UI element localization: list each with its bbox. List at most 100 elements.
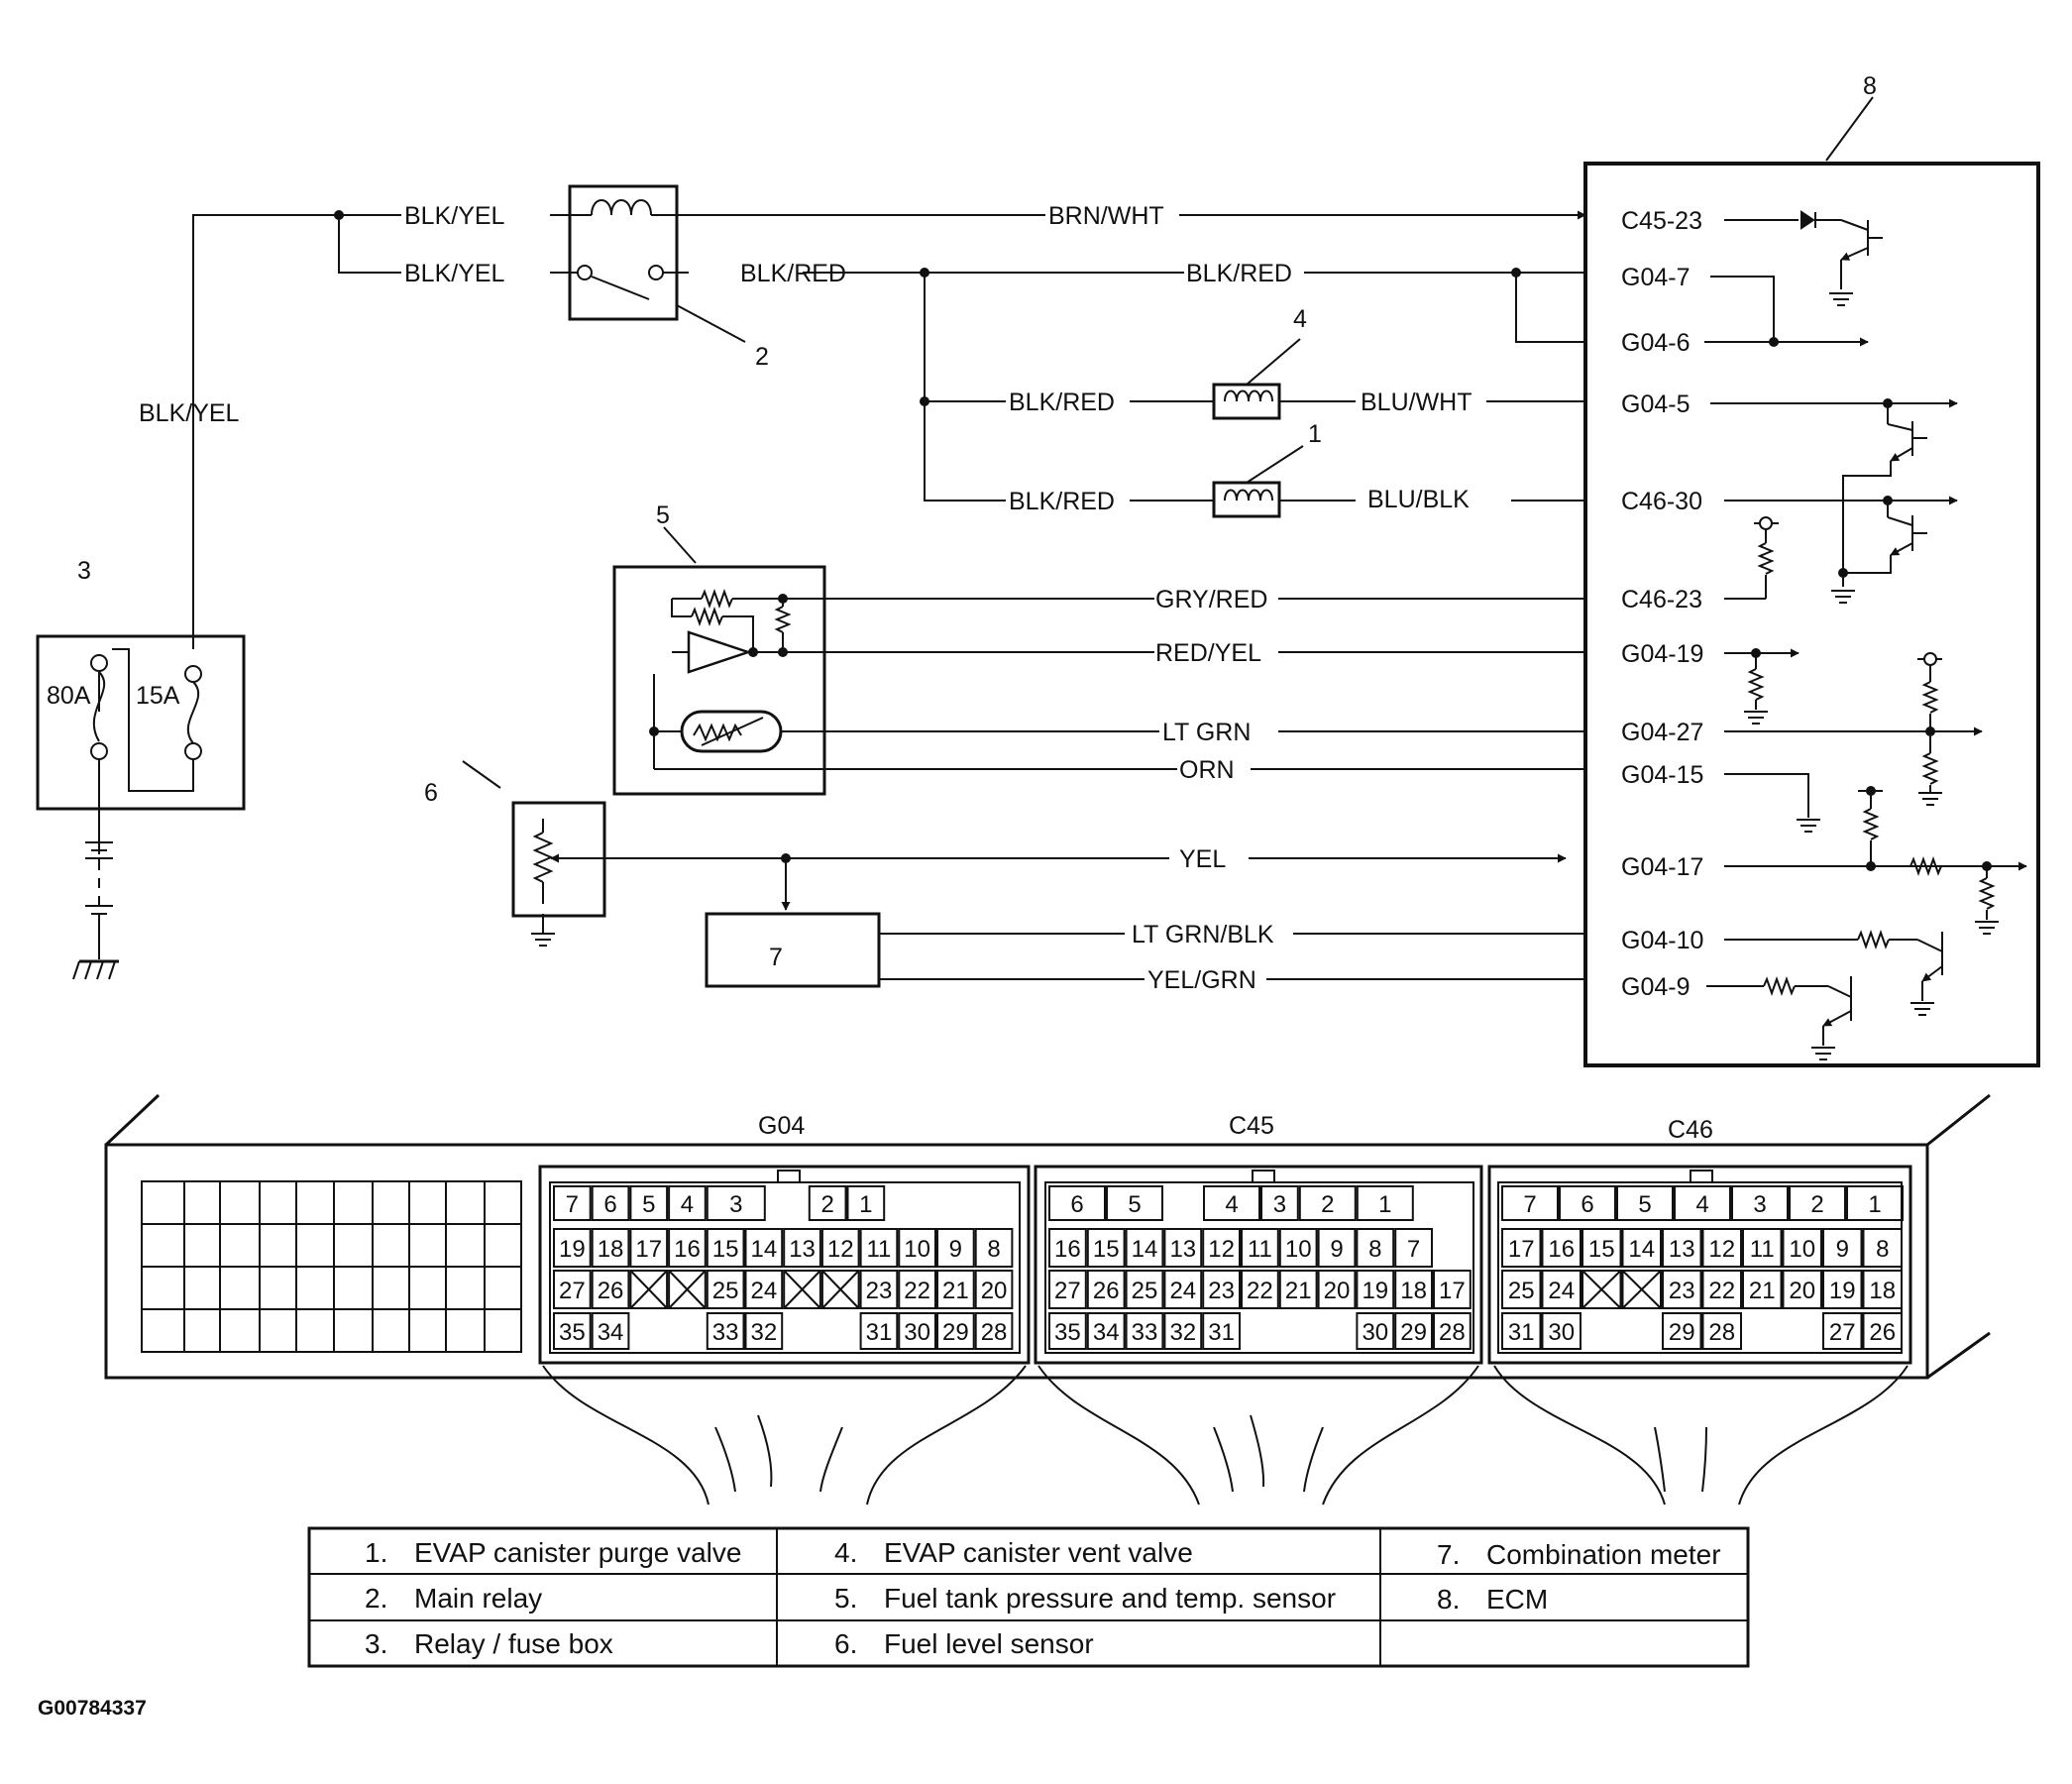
pin-cell-blank-mark xyxy=(783,1270,821,1309)
pin-cell-g04 xyxy=(898,1312,936,1350)
pin-cell-c46 xyxy=(1782,1270,1822,1309)
pin-cell-c46 xyxy=(1701,1228,1742,1268)
pin-number-c46: 29 xyxy=(1669,1319,1695,1346)
pin-cell-c46 xyxy=(1541,1270,1581,1309)
legend-num-7: 7. xyxy=(1437,1539,1460,1570)
pin-number-c45: 25 xyxy=(1132,1278,1158,1304)
pin-number-c45: 32 xyxy=(1169,1319,1196,1346)
pin-number-c46: 10 xyxy=(1789,1236,1815,1263)
pin-cell-g04 xyxy=(936,1228,975,1268)
pin-number-c45: 34 xyxy=(1093,1319,1120,1346)
pin-cell-c45 xyxy=(1298,1185,1357,1221)
pin-number-c46: 11 xyxy=(1750,1236,1775,1263)
legend-text-1: EVAP canister purge valve xyxy=(414,1537,741,1568)
pin-cell-c45 xyxy=(1106,1185,1163,1221)
callout-3: 3 xyxy=(77,557,91,585)
pin-cell-c46 xyxy=(1662,1270,1702,1309)
callout-6: 6 xyxy=(424,779,438,807)
pin-cell-c46 xyxy=(1559,1185,1616,1221)
pin-cell-c46 xyxy=(1789,1185,1846,1221)
pin-cell-g04 xyxy=(783,1228,821,1268)
pin-g04-5: G04-5 xyxy=(1621,390,1690,418)
pin-cell-blank-mark xyxy=(629,1270,668,1309)
pin-number-c45: 8 xyxy=(1368,1236,1381,1263)
pin-number-g04: 14 xyxy=(750,1236,777,1263)
pin-number-c46: 17 xyxy=(1508,1236,1535,1263)
power-feed-wires xyxy=(192,214,401,649)
fuse-80a-label: 80A xyxy=(47,682,91,710)
pin-cell-g04 xyxy=(974,1228,1014,1268)
fuse-labels: 80A 15A xyxy=(47,682,180,710)
pin-cell-c46 xyxy=(1822,1270,1863,1309)
pin-cell-c45 xyxy=(1394,1228,1433,1268)
callout-5: 5 xyxy=(656,502,670,529)
pin-cell-c45 xyxy=(1241,1270,1279,1309)
wire-label-yel: YEL xyxy=(1179,845,1226,873)
pin-number-g04: 25 xyxy=(712,1278,739,1304)
connector-name-c46: C46 xyxy=(1668,1116,1713,1144)
legend-text-4: EVAP canister vent valve xyxy=(884,1537,1193,1568)
pin-cell-c45 xyxy=(1356,1312,1395,1350)
pin-number-c45: 7 xyxy=(1407,1236,1420,1263)
pin-cell-c45 xyxy=(1048,1185,1106,1221)
pin-c45-23: C45-23 xyxy=(1621,207,1702,235)
pin-number-g04: 3 xyxy=(729,1191,742,1218)
pin-cell-g04 xyxy=(668,1185,707,1221)
wire-label-bluwht: BLU/WHT xyxy=(1361,389,1472,416)
legend-entries: 1. EVAP canister purge valve 2. Main rel… xyxy=(365,1537,1721,1659)
pin-number-g04: 10 xyxy=(904,1236,930,1263)
pin-cell-c46 xyxy=(1581,1228,1622,1268)
pin-number-c45: 16 xyxy=(1054,1236,1081,1263)
pin-number-c46: 30 xyxy=(1548,1319,1575,1346)
pin-cell-c45 xyxy=(1394,1312,1433,1350)
pin-g04-10: G04-10 xyxy=(1621,927,1703,954)
battery-ground-symbol xyxy=(72,840,119,980)
pin-cell-c46 xyxy=(1846,1185,1904,1221)
pin-number-g04: 5 xyxy=(642,1191,655,1218)
pin-number-c45: 12 xyxy=(1208,1236,1235,1263)
pin-g04-6: G04-6 xyxy=(1621,329,1690,357)
pin-number-c45: 23 xyxy=(1208,1278,1235,1304)
fuel-level-sensor xyxy=(462,760,1567,947)
pin-cell-c45 xyxy=(1278,1228,1318,1268)
pin-number-g04: 20 xyxy=(981,1278,1008,1304)
pin-cell-c46 xyxy=(1731,1185,1789,1221)
pin-cell-g04 xyxy=(820,1270,860,1309)
pin-cell-c46 xyxy=(1581,1270,1622,1309)
pin-cell-c45 xyxy=(1356,1228,1395,1268)
pin-cell-c45 xyxy=(1317,1228,1357,1268)
wire-label-blkred-3: BLK/RED xyxy=(1009,389,1115,416)
pin-number-c45: 4 xyxy=(1225,1191,1238,1218)
pin-number-g04: 29 xyxy=(942,1319,969,1346)
pin-number-c46: 14 xyxy=(1628,1236,1655,1263)
legend-num-2: 2. xyxy=(365,1583,387,1614)
legend-text-2: Main relay xyxy=(414,1583,542,1614)
pin-number-g04: 8 xyxy=(987,1236,1000,1263)
pin-cell-g04 xyxy=(974,1270,1014,1309)
pin-cell-c45 xyxy=(1203,1185,1260,1221)
pin-cell-g04 xyxy=(859,1312,899,1350)
pin-number-c46: 7 xyxy=(1523,1191,1536,1218)
pin-cell-g04 xyxy=(591,1312,630,1350)
pin-cell-g04 xyxy=(744,1270,784,1309)
pin-number-c45: 26 xyxy=(1093,1278,1120,1304)
pin-cell-c45 xyxy=(1202,1312,1241,1350)
pin-number-c45: 29 xyxy=(1400,1319,1427,1346)
pin-number-c45: 28 xyxy=(1439,1319,1466,1346)
wire-label-brnwht: BRN/WHT xyxy=(1048,202,1164,230)
pin-number-c45: 19 xyxy=(1362,1278,1388,1304)
pin-cell-c45 xyxy=(1125,1312,1164,1350)
pin-cell-g04 xyxy=(936,1270,975,1309)
pin-cell-blank-mark xyxy=(1581,1270,1622,1309)
pin-cell-g04 xyxy=(846,1185,886,1221)
wire-label-blkyel-mid: BLK/YEL xyxy=(404,260,505,287)
pin-number-c46: 5 xyxy=(1638,1191,1651,1218)
pin-cell-c46 xyxy=(1621,1228,1662,1268)
pin-cell-c46 xyxy=(1862,1312,1903,1350)
pin-number-c46: 23 xyxy=(1669,1278,1695,1304)
legend-text-6: Fuel level sensor xyxy=(884,1628,1094,1659)
pin-number-g04: 15 xyxy=(712,1236,739,1263)
pin-cell-c46 xyxy=(1501,1228,1542,1268)
